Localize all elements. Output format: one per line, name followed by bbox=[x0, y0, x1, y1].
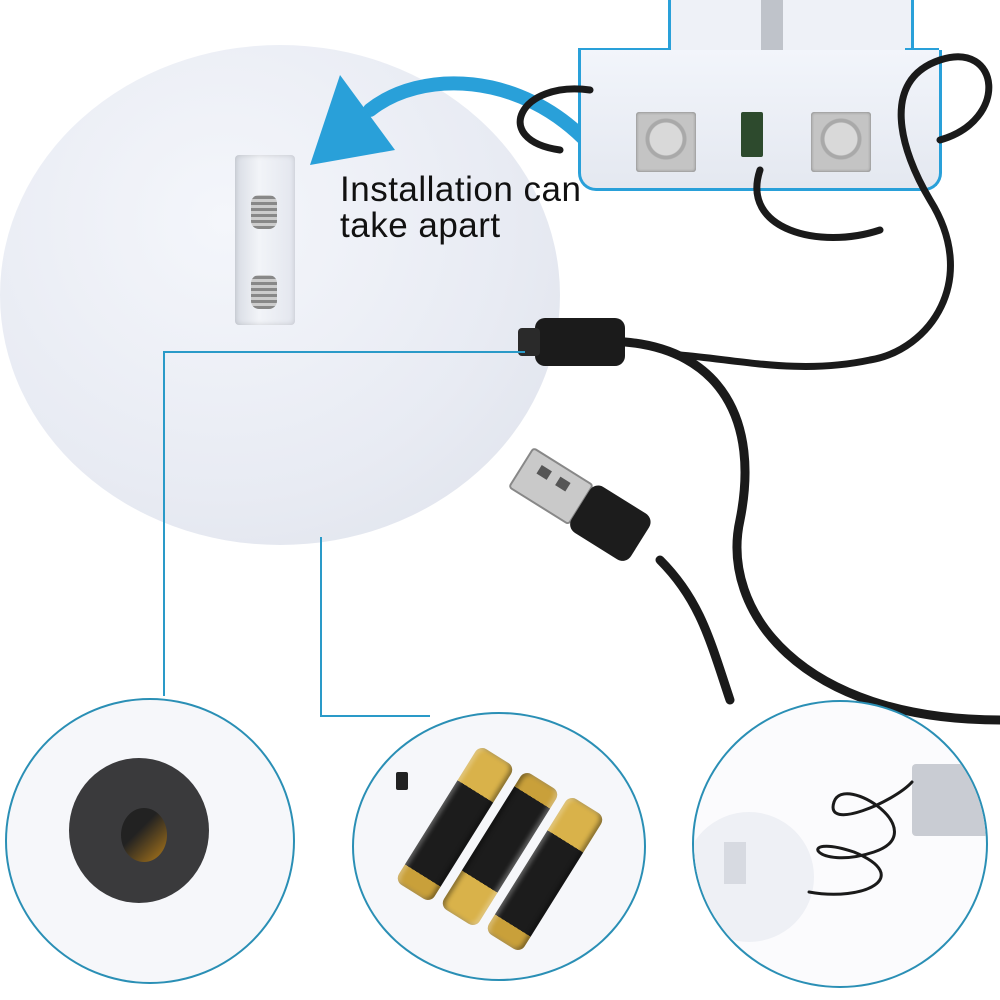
callout-line bbox=[163, 351, 525, 353]
caption-line-1: Installation can bbox=[340, 170, 582, 209]
battery-slot bbox=[235, 155, 295, 325]
spring-icon bbox=[251, 275, 277, 309]
mini-lamp-base bbox=[694, 812, 814, 942]
battery-compartment-detail bbox=[352, 712, 646, 981]
battery-contact-icon bbox=[811, 112, 871, 172]
dc-jack-icon bbox=[69, 758, 209, 903]
battery-contact-icon bbox=[636, 112, 696, 172]
usb-plug-icon bbox=[509, 448, 651, 561]
dc-plug-icon bbox=[535, 318, 625, 366]
callout-line bbox=[320, 715, 430, 717]
pcb-icon bbox=[741, 112, 763, 157]
dc-jack-detail bbox=[5, 698, 295, 984]
callout-line bbox=[163, 351, 165, 696]
callout-line bbox=[320, 537, 322, 717]
curved-arrow-icon bbox=[310, 75, 597, 165]
installation-caption: Installation can take apart bbox=[340, 172, 581, 244]
spring-icon bbox=[251, 195, 277, 229]
mini-cable-icon bbox=[807, 780, 914, 896]
power-bank-icon bbox=[912, 764, 986, 836]
usb-power-detail bbox=[692, 700, 988, 988]
caption-line-2: take apart bbox=[340, 206, 501, 245]
inset-stem bbox=[668, 0, 914, 55]
switch-icon bbox=[396, 772, 408, 790]
